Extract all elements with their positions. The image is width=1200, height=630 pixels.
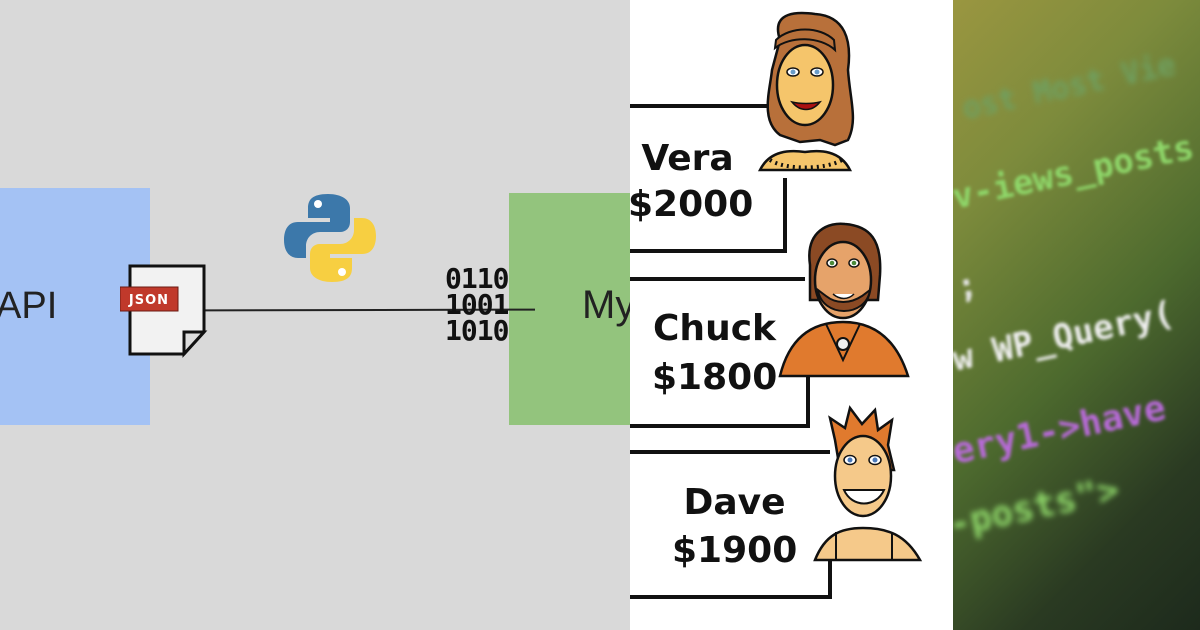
chuck-portrait: [778, 222, 910, 378]
code-line: ery1->have: [953, 387, 1170, 473]
code-line: ;: [953, 264, 982, 308]
person-name: Chuck: [653, 308, 776, 349]
python-logo-icon: [284, 194, 376, 282]
code-line: v-iews_posts: [953, 127, 1198, 218]
api-diagram-panel: API My JSON 0110 1001 1010: [0, 0, 630, 630]
code-line: ost Most Vie: [959, 47, 1179, 127]
json-tag-label: JSON: [128, 293, 169, 308]
vera-portrait: [757, 11, 855, 172]
binary-data: 0110 1001 1010: [445, 266, 508, 344]
code-photo-panel: ost Most Vie v-iews_posts ; w WP_Query( …: [953, 0, 1200, 630]
comic-panel: Vera $2000 Chuck $1800 Dave $1900: [630, 0, 953, 630]
target-label: My: [582, 283, 630, 327]
api-label: API: [0, 285, 58, 327]
binary-row: 0110: [445, 266, 509, 292]
binary-row: 1001: [445, 292, 509, 318]
person-amount: $1800: [652, 357, 778, 398]
person-amount: $1900: [672, 530, 798, 571]
json-file-icon: JSON: [120, 264, 208, 358]
code-line: w WP_Query(: [953, 293, 1178, 380]
person-amount: $2000: [630, 184, 754, 225]
code-line: -posts">: [953, 469, 1123, 546]
person-name: Dave: [683, 482, 786, 523]
person-name: Vera: [641, 138, 734, 179]
tree-lines: [630, 11, 923, 599]
dave-portrait: [813, 405, 923, 562]
binary-row: 1010: [445, 318, 509, 344]
